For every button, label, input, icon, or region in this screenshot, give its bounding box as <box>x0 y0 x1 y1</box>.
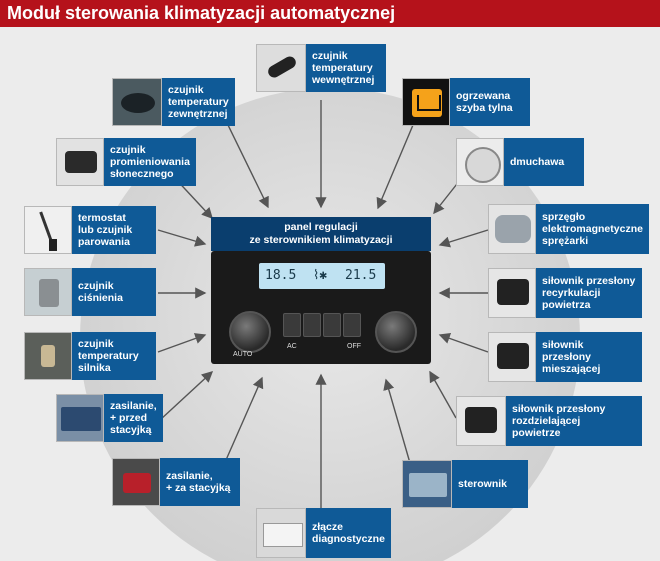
node-sprzeglo: sprzęgło elektromagnetyczne sprężarki <box>488 204 649 254</box>
arrow-temp-zewn <box>227 124 269 209</box>
distribution-actuator-photo <box>456 396 506 446</box>
blower-photo <box>456 138 504 186</box>
panel-button-2 <box>303 313 321 337</box>
node-zasilanie-za: zasilanie, + za stacyjką <box>112 458 240 506</box>
node-diagnostyczne: złącze diagnostyczne <box>256 508 391 558</box>
diagnostic-connector-photo <box>256 508 306 558</box>
ac-label: AC <box>287 343 297 350</box>
label-temp-zewn: czujnik temperatury zewnętrznej <box>162 78 235 126</box>
thermostat-photo <box>24 206 72 254</box>
off-label: OFF <box>347 343 361 350</box>
node-zasilanie-przed: zasilanie, + przed stacyjką <box>56 394 163 442</box>
label-cisnienie: czujnik ciśnienia <box>72 268 156 316</box>
node-temp-wewn: czujnik temperatury wewnętrznej <box>256 44 386 92</box>
auto-label: AUTO <box>233 351 253 358</box>
panel-display: 18.5 ⌇✱ 21.5 <box>259 263 385 289</box>
arrow-sterownik <box>383 378 413 471</box>
display-temp-left: 18.5 <box>265 268 297 283</box>
display-temp-right: 21.5 <box>345 268 377 283</box>
label-sterownik: sterownik <box>452 460 528 508</box>
node-temp-zewn: czujnik temperatury zewnętrznej <box>112 78 235 126</box>
node-szyba: ogrzewana szyba tylna <box>402 78 530 126</box>
label-recyrkulacja: siłownik przesłony recyrkulacji powietrz… <box>536 268 642 318</box>
node-mieszajaca: siłownik przesłony mieszającej <box>488 332 642 382</box>
mixing-actuator-photo <box>488 332 536 382</box>
arrow-sprzeglo <box>438 229 489 248</box>
battery-photo <box>56 394 104 442</box>
recirculation-actuator-photo <box>488 268 536 318</box>
climate-control-panel-image: 18.5 ⌇✱ 21.5 AUTO AC OFF <box>211 251 431 364</box>
arrow-temp-silnika <box>157 333 207 353</box>
panel-caption: panel regulacji ze sterownikiem klimatyz… <box>211 217 431 251</box>
label-rozdzielajaca: siłownik przesłony rozdzielającej powiet… <box>506 396 642 446</box>
panel-caption-line2: ze sterownikiem klimatyzacji <box>249 234 393 246</box>
outside-sensor-photo <box>112 78 162 126</box>
ignition-photo <box>112 458 160 506</box>
label-temp-silnika: czujnik temperatury silnika <box>72 332 156 380</box>
heated-window-icon <box>402 78 450 126</box>
diagram-title: Moduł sterowania klimatyzacji automatycz… <box>0 0 660 27</box>
solar-sensor-photo <box>56 138 104 186</box>
engine-temp-photo <box>24 332 72 380</box>
panel-caption-line1: panel regulacji <box>284 221 358 233</box>
arrow-szyba <box>376 124 414 210</box>
label-szyba: ogrzewana szyba tylna <box>450 78 530 126</box>
label-promieniowanie: czujnik promieniowania słonecznego <box>104 138 196 186</box>
panel-button-3 <box>323 313 341 337</box>
temp-sensor-photo <box>256 44 306 92</box>
label-zasilanie-przed: zasilanie, + przed stacyjką <box>104 394 163 442</box>
right-knob <box>375 311 417 353</box>
node-temp-silnika: czujnik temperatury silnika <box>24 332 156 380</box>
arrow-termostat <box>157 229 207 247</box>
arrow-zasilanie-przed <box>159 371 214 421</box>
node-recyrkulacja: siłownik przesłony recyrkulacji powietrz… <box>488 268 642 318</box>
label-termostat: termostat lub czujnik parowania <box>72 206 156 254</box>
label-zasilanie-za: zasilanie, + za stacyjką <box>160 458 240 506</box>
node-promieniowanie: czujnik promieniowania słonecznego <box>56 138 196 186</box>
arrow-mieszajaca <box>438 332 489 353</box>
label-mieszajaca: siłownik przesłony mieszającej <box>536 332 642 382</box>
controller-photo <box>402 460 452 508</box>
label-sprzeglo: sprzęgło elektromagnetyczne sprężarki <box>536 204 649 254</box>
node-sterownik: sterownik <box>402 460 528 508</box>
left-knob <box>229 311 271 353</box>
node-termostat: termostat lub czujnik parowania <box>24 206 156 254</box>
node-rozdzielajaca: siłownik przesłony rozdzielającej powiet… <box>456 396 642 446</box>
label-temp-wewn: czujnik temperatury wewnętrznej <box>306 44 386 92</box>
pressure-sensor-photo <box>24 268 72 316</box>
node-dmuchawa: dmuchawa <box>456 138 584 186</box>
label-diagnostyczne: złącze diagnostyczne <box>306 508 391 558</box>
arrow-zasilanie-za <box>225 376 264 461</box>
fan-icon: ⌇✱ <box>313 268 328 283</box>
panel-button-4 <box>343 313 361 337</box>
arrow-rozdzielajaca <box>429 370 457 419</box>
label-dmuchawa: dmuchawa <box>504 138 584 186</box>
compressor-clutch-photo <box>488 204 536 254</box>
node-cisnienie: czujnik ciśnienia <box>24 268 156 316</box>
panel-button-1 <box>283 313 301 337</box>
